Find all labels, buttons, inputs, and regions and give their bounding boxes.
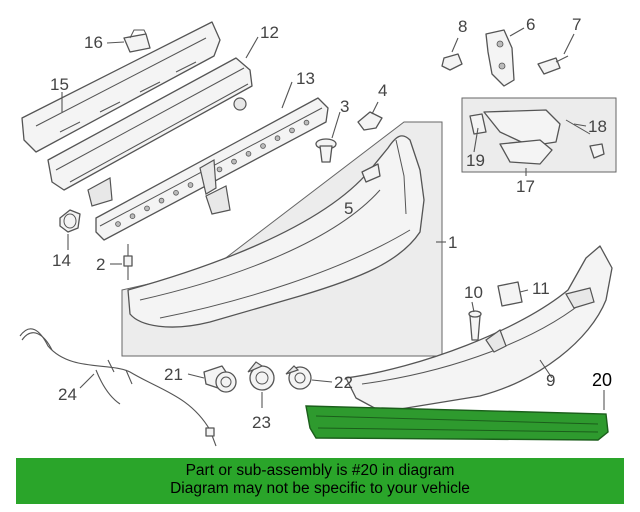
callout-18: 18 — [588, 117, 607, 136]
callout-22: 22 — [334, 373, 353, 392]
part-20-highlighted[interactable] — [305, 405, 609, 441]
part-13-bracket — [87, 97, 329, 241]
part-15-absorber — [21, 21, 221, 153]
part-12-reinforcement — [47, 57, 253, 191]
part-6-bracket — [485, 29, 515, 87]
callout-13: 13 — [296, 69, 315, 88]
bracket-hole — [260, 143, 266, 149]
part-10-screw — [468, 310, 482, 341]
part-14-bumper — [59, 209, 81, 233]
callout-8: 8 — [458, 17, 467, 36]
banner-line-1: Part or sub-assembly is #20 in diagram — [185, 462, 455, 479]
part-2-stud — [123, 244, 133, 280]
bracket-hole — [129, 213, 136, 220]
part-17-group — [461, 97, 617, 173]
part-5-clip — [361, 163, 381, 183]
part-24-harness — [19, 328, 217, 447]
bracket-hole — [216, 166, 223, 173]
part-4-retainer — [357, 111, 383, 131]
bracket-hole — [245, 151, 252, 157]
part-23-sensor — [247, 361, 275, 391]
callout-23: 23 — [252, 413, 271, 432]
part-1-bumper-cover — [121, 121, 443, 357]
bracket-hole — [115, 221, 121, 227]
bracket-hole — [158, 197, 165, 204]
bracket-hole — [231, 158, 237, 165]
callout-24: 24 — [58, 385, 77, 404]
part-3-retainer — [315, 138, 337, 163]
callout-21: 21 — [164, 365, 183, 384]
part-9-valance — [345, 245, 613, 413]
part-22-sensor — [285, 365, 312, 390]
callout-16: 16 — [84, 33, 103, 52]
callout-11: 11 — [532, 279, 550, 298]
callout-17: 17 — [516, 177, 535, 196]
bracket-hole — [187, 182, 194, 188]
bracket-hole — [173, 190, 179, 196]
callout-3: 3 — [340, 97, 349, 116]
part-16-clip — [123, 29, 151, 53]
part-7-bolt — [537, 55, 569, 75]
leader-lines — [61, 27, 605, 410]
callout-20: 20 — [592, 370, 612, 390]
part-21-sensor — [203, 365, 237, 393]
bracket-hole — [289, 127, 295, 134]
banner-line-2: Diagram may not be specific to your vehi… — [170, 480, 470, 497]
bracket-hole — [144, 205, 150, 212]
callout-10: 10 — [464, 283, 483, 302]
callout-6: 6 — [526, 15, 535, 34]
callout-2: 2 — [96, 255, 105, 274]
part-11-nut — [497, 281, 523, 307]
callout-12: 12 — [260, 23, 279, 42]
info-banner: Part or sub-assembly is #20 in diagram D… — [16, 458, 624, 504]
callout-1: 1 — [448, 233, 457, 252]
bracket-hole — [274, 135, 281, 142]
callout-14: 14 — [52, 251, 71, 270]
callout-9: 9 — [546, 371, 555, 390]
callout-19: 19 — [466, 151, 485, 170]
callout-5: 5 — [344, 199, 353, 218]
callout-15: 15 — [50, 75, 69, 94]
part-8-nut — [441, 53, 463, 71]
callout-7: 7 — [572, 15, 581, 34]
callout-4: 4 — [378, 81, 387, 100]
bracket-hole — [303, 119, 310, 126]
callouts: 1 2 3 4 5 6 7 8 9 10 11 12 13 14 15 16 1… — [50, 15, 612, 432]
